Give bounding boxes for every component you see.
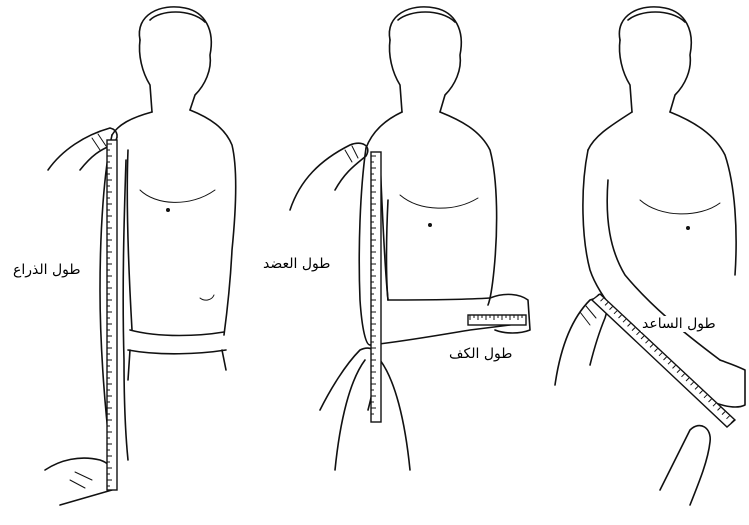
- label-upper-arm-length: طول العضد: [262, 256, 331, 272]
- figure-upper-arm-length: [290, 7, 530, 470]
- figure-forearm-length: [555, 7, 745, 505]
- label-arm-length: طول الذراع: [12, 262, 82, 278]
- figure-arm-length: [45, 7, 236, 505]
- label-forearm-length: طول الساعد: [641, 316, 717, 332]
- label-hand-length: طول الكف: [448, 346, 513, 362]
